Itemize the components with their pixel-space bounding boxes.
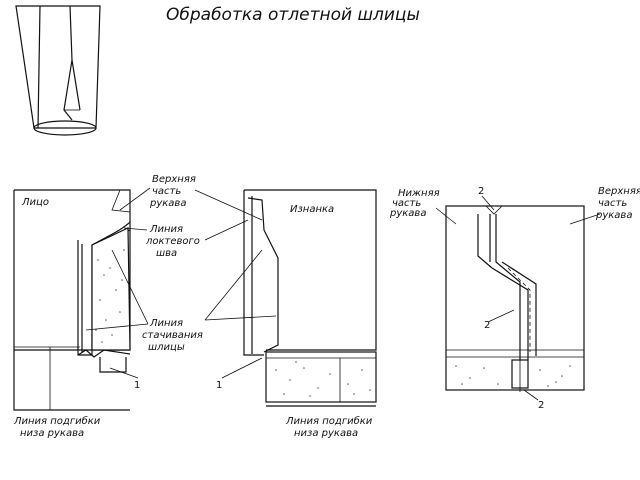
middle-hem-line-label-1: Линия подгибки xyxy=(285,415,373,427)
left-stitch-line-label-3: шлицы xyxy=(148,342,185,353)
right-upper-part-label-1: Верхняя xyxy=(598,186,640,197)
middle-number-1: 1 xyxy=(216,380,222,391)
left-upper-part-label-3: рукава xyxy=(149,198,186,209)
right-texture xyxy=(455,365,571,387)
left-face-label: Лицо xyxy=(21,197,49,208)
left-number-1: 1 xyxy=(134,380,140,391)
right-number-bottom: 2 xyxy=(538,400,544,411)
left-hem-line-label-1: Линия подгибки xyxy=(13,415,101,427)
left-upper-part-label-1: Верхняя xyxy=(152,174,196,185)
middle-texture xyxy=(275,361,371,397)
right-lower-part-label-1: Нижняя xyxy=(398,188,440,199)
left-elbow-line-label-2: локтевого xyxy=(145,236,200,247)
left-stitch-line-label-1: Линия xyxy=(149,318,183,329)
sleeve-sketch xyxy=(15,5,101,136)
left-stitch-line-label-2: стачивания xyxy=(142,330,203,341)
right-lower-part-label-2: часть xyxy=(392,198,421,209)
right-upper-part-label-2: часть xyxy=(598,198,627,209)
diagram-title: Обработка отлетной шлицы xyxy=(166,5,420,25)
left-texture xyxy=(95,249,125,343)
left-upper-part-label-2: часть xyxy=(152,186,181,197)
right-drawing xyxy=(435,195,601,401)
left-hem-line-label-2: низа рукава xyxy=(20,428,84,439)
right-lower-part-label-3: рукава xyxy=(389,208,426,219)
right-number-top: 2 xyxy=(478,186,484,197)
middle-hem-line-label-2: низа рукава xyxy=(294,428,358,439)
left-drawing xyxy=(13,187,151,411)
middle-reverse-label: Изнанка xyxy=(290,204,334,215)
left-elbow-line-label-3: шва xyxy=(156,248,177,259)
right-upper-part-label-3: рукава xyxy=(595,210,632,221)
right-number-mid: 2 xyxy=(484,320,490,331)
middle-drawing xyxy=(194,189,377,407)
left-elbow-line-label-1: Линия xyxy=(149,224,183,235)
